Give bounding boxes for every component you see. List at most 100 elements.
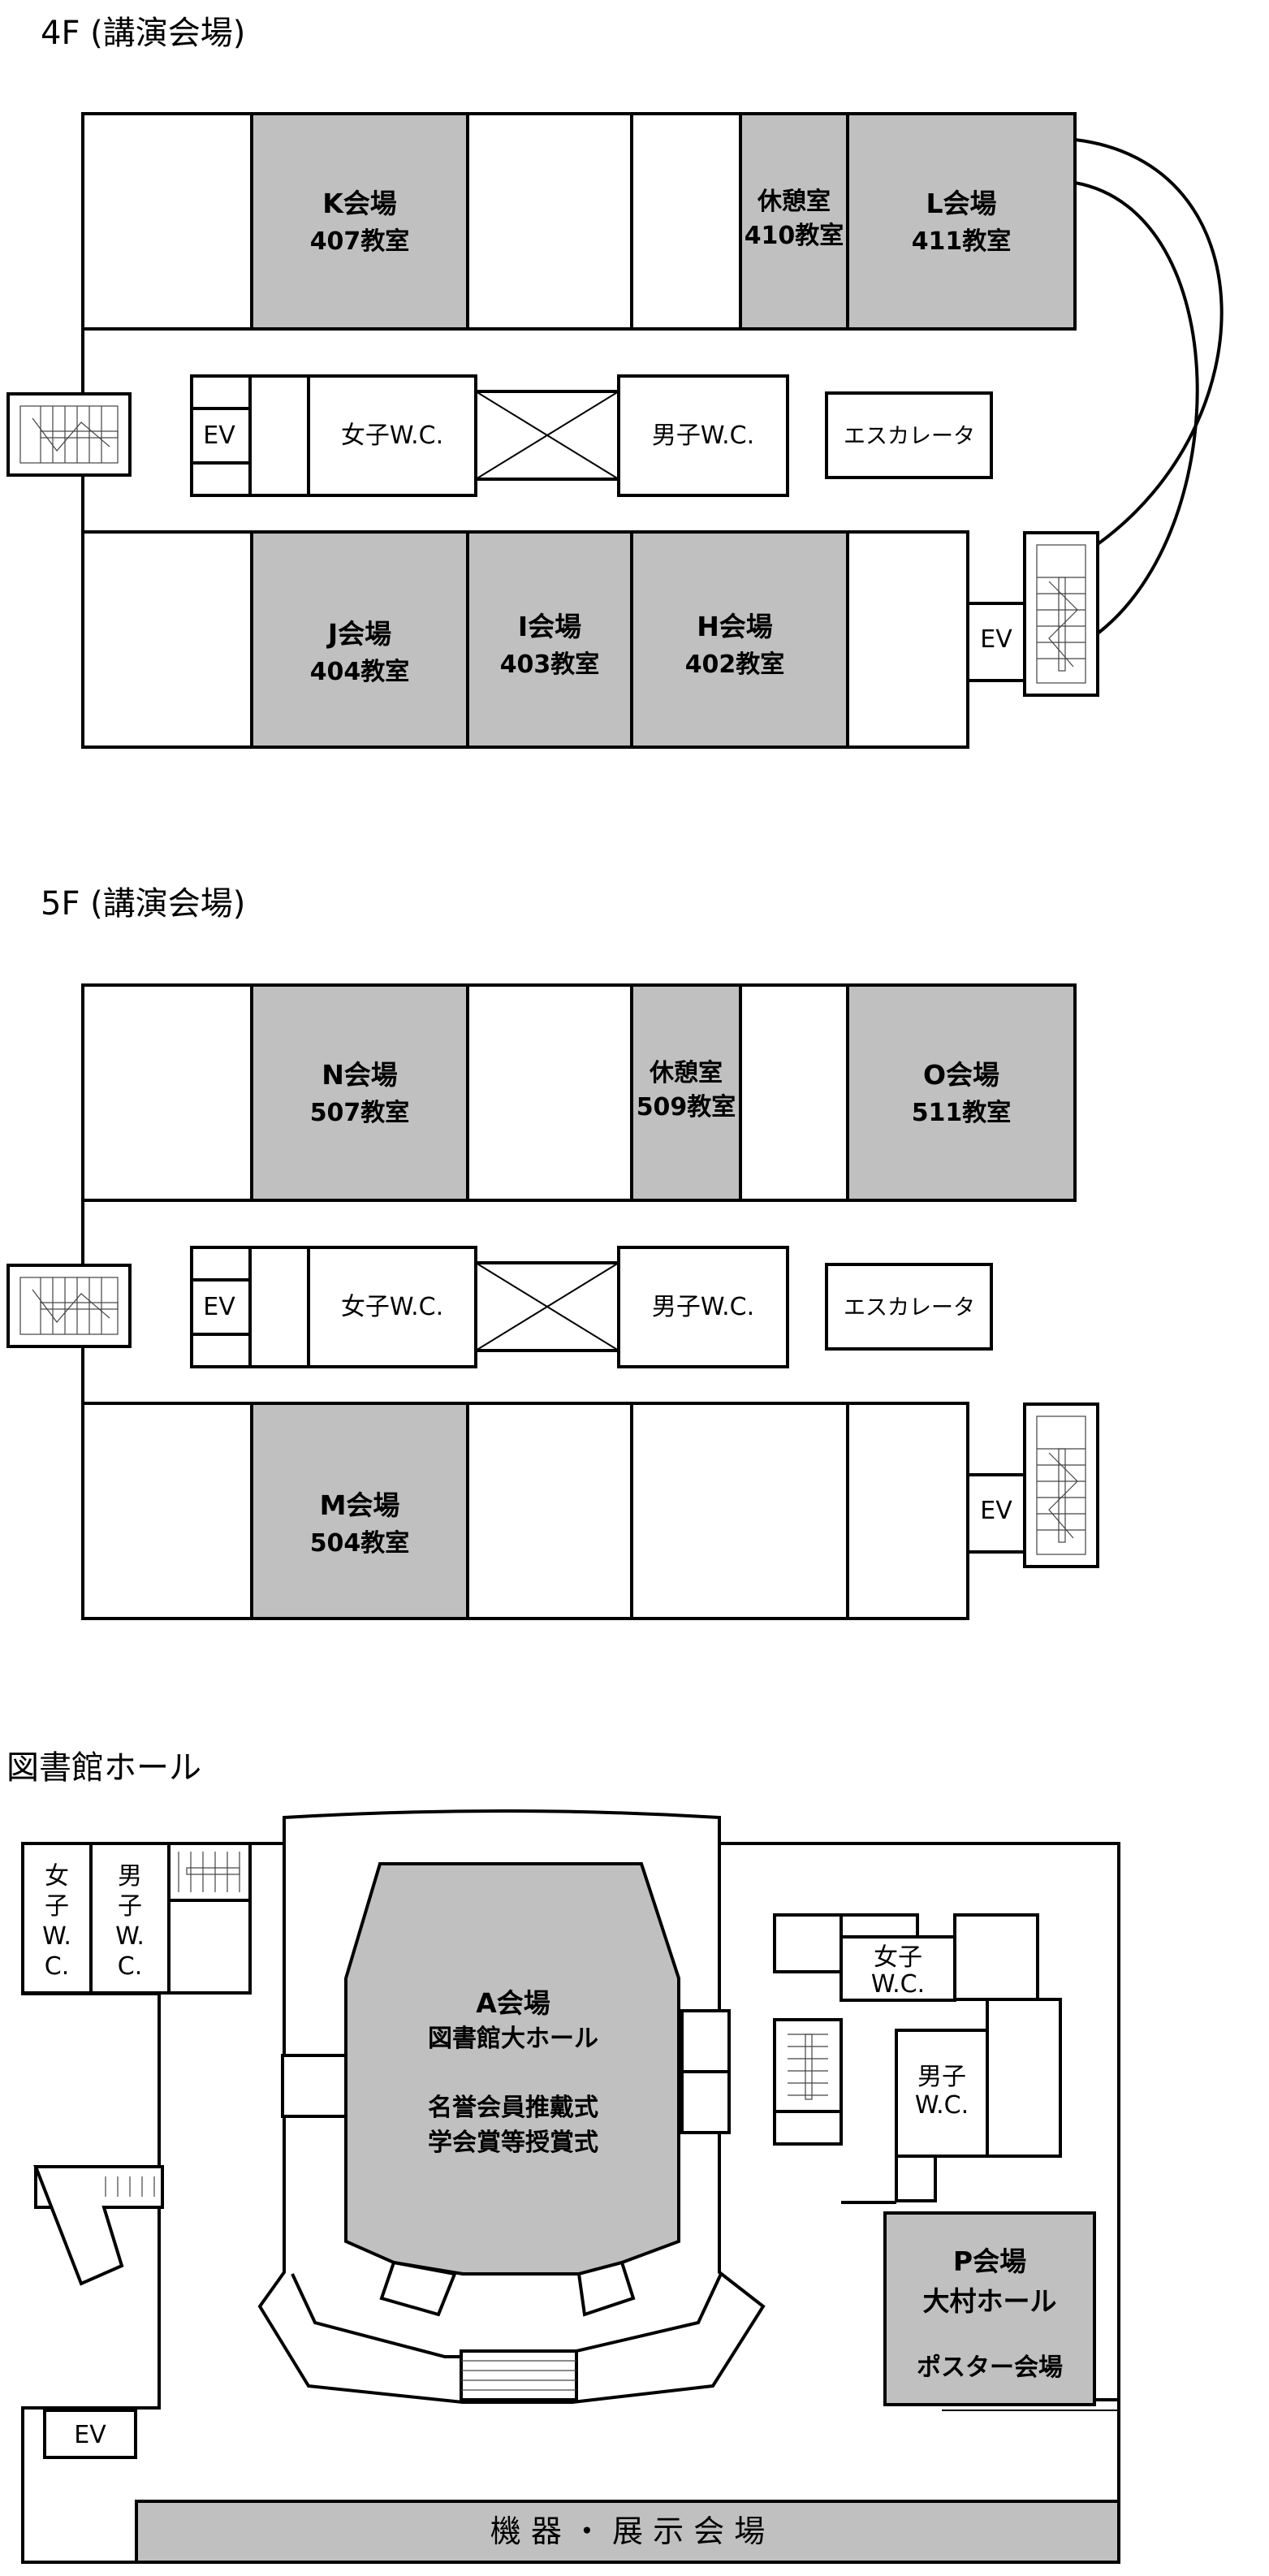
room-5f-top-1 <box>81 983 253 1202</box>
room-right-4 <box>895 2155 937 2202</box>
wc-gap-5f <box>248 1246 310 1368</box>
ev-5f-right-label: EV <box>980 1497 1012 1525</box>
stairs-5f-left <box>6 1264 132 1348</box>
room-m <box>250 1402 469 1620</box>
room-i-name: I会場 <box>518 611 581 642</box>
womens-wc-right-l1: 女子 <box>874 1943 922 1972</box>
room-5f-bottom-3 <box>466 1402 633 1620</box>
room-5f-bottom-4 <box>630 1402 849 1620</box>
room-m-name: M会場 <box>320 1489 400 1521</box>
hall-p-poster: ポスター会場 <box>917 2353 1063 2382</box>
womens-wc-4f-label: 女子W.C. <box>341 421 443 450</box>
escalator-5f-label: エスカレータ <box>844 1295 975 1320</box>
room-k-number: 407教室 <box>310 227 410 256</box>
hall-a-seat-right <box>576 2260 636 2317</box>
room-l-name: L会場 <box>926 188 996 219</box>
hall-p <box>883 2211 1096 2406</box>
escalator-4f <box>825 391 993 479</box>
mens-wc-left <box>89 1842 170 1995</box>
wc-gap-4f <box>248 374 310 497</box>
floor-4: 4F (講演会場) K会場 407教室 休憩室 410教室 L会場 411教室 … <box>6 15 1224 749</box>
hall-a-event1: 名誉会員推戴式 <box>428 2094 598 2122</box>
library-hall: 図書館ホール 女 子 W. C. 男 子 W. C. <box>6 1749 1120 2564</box>
library-title: 図書館ホール <box>6 1749 201 1787</box>
room-o-number: 511教室 <box>912 1099 1012 1127</box>
ev-box-5f-right <box>966 1473 1026 1554</box>
womens-wc-5f-label: 女子W.C. <box>341 1293 443 1321</box>
womens-wc-left-l3: W. <box>42 1922 71 1951</box>
hall-a-door-right-1 <box>680 2009 731 2073</box>
room-n <box>250 983 469 1202</box>
ev-box-library <box>43 2409 137 2459</box>
mens-wc-4f <box>617 374 789 497</box>
hall-a-name: A会場 <box>476 1987 550 2019</box>
stairs-library-right <box>773 2018 843 2146</box>
hall-p-name: P会場 <box>953 2245 1026 2277</box>
room-rest-509 <box>630 983 742 1202</box>
mens-wc-left-l1: 男 <box>118 1862 142 1891</box>
womens-wc-left-l2: 子 <box>45 1892 69 1921</box>
room-h <box>630 530 849 749</box>
room-rest-410 <box>739 112 849 331</box>
room-j <box>250 530 469 749</box>
hall-a-door-left <box>281 2054 347 2118</box>
floor-4-title: 4F (講演会場) <box>41 15 245 52</box>
room-m-number: 504教室 <box>310 1529 410 1558</box>
mens-wc-right <box>895 2029 989 2158</box>
ev-library-label: EV <box>74 2421 106 2449</box>
exhibit-area <box>135 2500 1120 2564</box>
room-rest-410-number: 410教室 <box>745 222 844 250</box>
room-rest-509-number: 509教室 <box>637 1093 736 1122</box>
room-j-name: J会場 <box>326 618 391 650</box>
room-k <box>250 112 469 331</box>
womens-wc-right-l2: W.C. <box>871 1970 925 1999</box>
room-4f-top-1 <box>81 112 253 331</box>
room-4f-bottom-1 <box>81 530 253 749</box>
mens-wc-right-l2: W.C. <box>915 2091 969 2120</box>
room-5f-bottom-5 <box>846 1402 969 1620</box>
hall-a-seat-left <box>379 2260 457 2317</box>
room-h-name: H会場 <box>697 611 773 642</box>
hall-a <box>344 1862 680 2276</box>
room-5f-bottom-1 <box>81 1402 253 1620</box>
escalator-5f <box>825 1263 993 1351</box>
room-k-name: K会場 <box>322 188 397 219</box>
room-j-number: 404教室 <box>310 658 410 686</box>
stairs-library-left <box>33 2165 164 2286</box>
room-l-number: 411教室 <box>912 227 1012 256</box>
mens-wc-4f-label: 男子W.C. <box>652 421 754 450</box>
ev-5f-label: EV <box>203 1293 235 1321</box>
room-right-2 <box>953 1913 1039 2001</box>
room-right-3 <box>986 1998 1062 2158</box>
room-n-name: N会場 <box>322 1059 398 1091</box>
room-5f-top-3 <box>466 983 633 1202</box>
escalator-4f-label: エスカレータ <box>844 424 975 449</box>
room-l <box>846 112 1077 331</box>
floor-5: 5F (講演会場) N会場 507教室 休憩室 509教室 O会場 511教室 … <box>6 885 1099 1620</box>
mens-wc-left-l3: W. <box>115 1922 145 1951</box>
mens-wc-right-l1: 男子 <box>917 2063 966 2091</box>
hall-a-aisle-stairs <box>460 2349 578 2401</box>
mens-wc-left-l4: C. <box>118 1952 142 1981</box>
room-right-1 <box>773 1913 843 1973</box>
room-4f-top-4 <box>630 112 742 331</box>
womens-wc-right <box>840 1935 956 2002</box>
ev-box-4f <box>190 374 252 497</box>
hall-a-event2: 学会賞等授賞式 <box>428 2129 598 2157</box>
hall-p-sub: 大村ホール <box>923 2285 1057 2317</box>
mens-wc-5f <box>617 1246 789 1368</box>
room-n-number: 507教室 <box>310 1099 410 1127</box>
hall-a-door-right-2 <box>680 2070 731 2134</box>
room-4f-top-3 <box>466 112 633 331</box>
room-rest-509-name: 休憩室 <box>649 1059 723 1087</box>
floor-5-title: 5F (講演会場) <box>41 885 245 923</box>
room-h-number: 402教室 <box>685 650 785 679</box>
room-i-number: 403教室 <box>500 650 600 679</box>
womens-wc-left-l1: 女 <box>45 1862 69 1891</box>
womens-wc-left-l4: C. <box>45 1952 69 1981</box>
ev-4f-right-label: EV <box>980 625 1012 654</box>
stairs-4f-left <box>6 392 132 477</box>
room-5f-top-5 <box>739 983 849 1202</box>
mens-wc-5f-label: 男子W.C. <box>652 1293 754 1321</box>
